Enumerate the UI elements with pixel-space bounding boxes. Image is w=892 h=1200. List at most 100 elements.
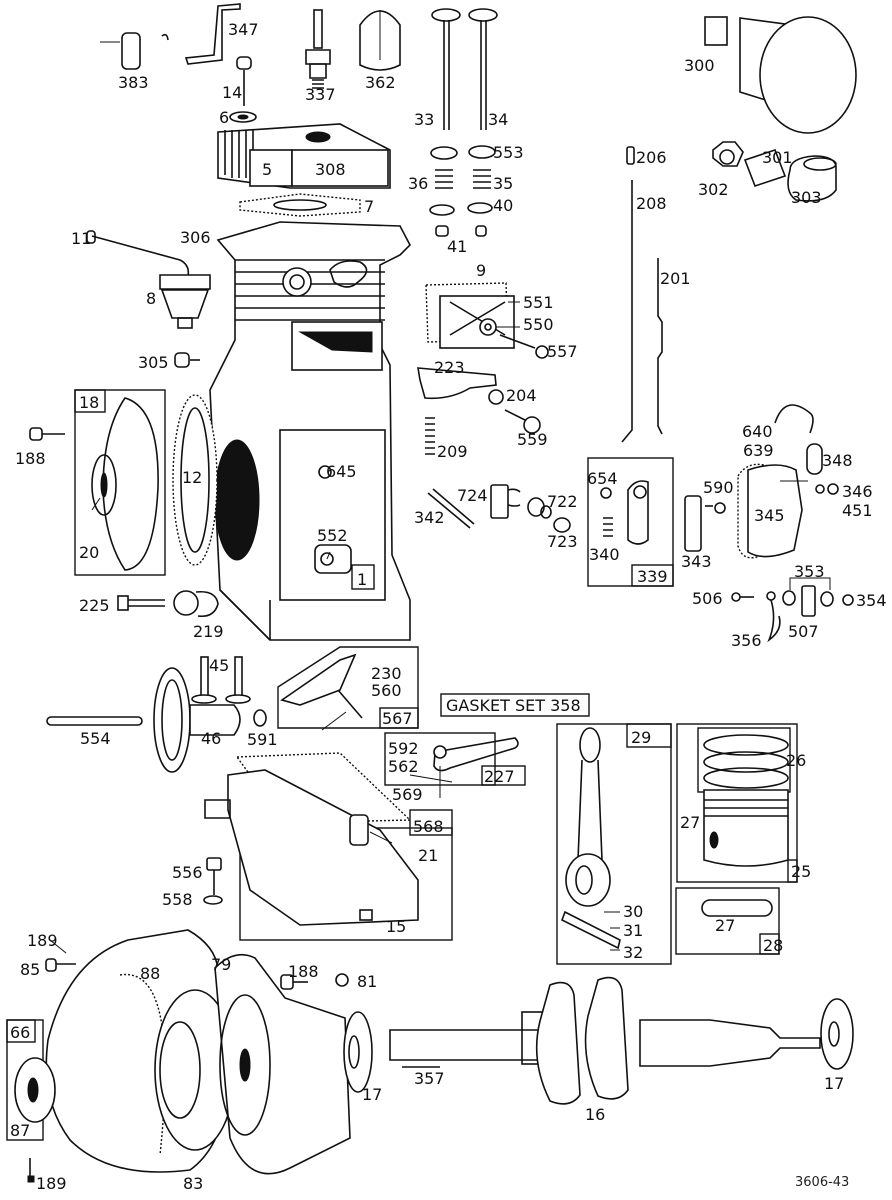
part-label-223: 223: [434, 358, 465, 377]
part-label-87: 87: [10, 1121, 30, 1140]
part-label-567: 567: [382, 709, 413, 728]
part-79-bearing-housing: [214, 953, 351, 1175]
part-7-head-gasket: [239, 193, 361, 217]
part-label-17a: 17: [362, 1085, 382, 1104]
part-559-nut: [504, 409, 541, 434]
part-188-screw-bottom: [280, 974, 308, 990]
part-label-15: 15: [386, 917, 406, 936]
part-85-189-screw: [45, 958, 76, 972]
gasket-set-label: GASKET SET 358: [446, 696, 581, 715]
part-219-governor-gear: [173, 590, 219, 618]
part-label-189a: 189: [27, 931, 58, 950]
part-label-354: 354: [856, 591, 887, 610]
part-label-356: 356: [731, 631, 762, 650]
part-558-washer: [203, 895, 223, 905]
part-label-639: 639: [743, 441, 774, 460]
part-554-shaft: [46, 716, 143, 726]
part-label-346: 346: [842, 482, 873, 501]
part-722-bushing: [527, 497, 552, 519]
part-label-9: 9: [476, 261, 486, 280]
part-506-screw: [731, 592, 754, 602]
part-label-79: 79: [211, 955, 231, 974]
part-label-645: 645: [326, 462, 357, 481]
part-347-bracket: [184, 3, 241, 65]
part-label-724: 724: [457, 486, 488, 505]
part-label-302: 302: [698, 180, 729, 199]
part-81-lock: [335, 973, 349, 987]
part-362-cover: [359, 10, 401, 71]
part-label-591: 591: [247, 730, 278, 749]
part-label-6: 6: [219, 108, 229, 127]
part-label-230: 230: [371, 664, 402, 683]
part-label-557: 557: [547, 342, 578, 361]
part-348-plate: [806, 443, 823, 475]
part-label-554: 554: [80, 729, 111, 748]
part-label-201: 201: [660, 269, 691, 288]
part-label-88: 88: [140, 964, 160, 983]
part-label-36: 36: [408, 174, 428, 193]
part-724-bracket: [490, 484, 521, 519]
part-305-plug: [174, 352, 200, 368]
part-label-306: 306: [180, 228, 211, 247]
part-label-357: 357: [414, 1069, 445, 1088]
part-label-590: 590: [703, 478, 734, 497]
leader-lines: [49, 301, 808, 954]
part-label-189b: 189: [36, 1174, 67, 1193]
part-label-308: 308: [315, 160, 346, 179]
part-label-27b: 27: [715, 916, 735, 935]
part-66-cover-box: [6, 1019, 56, 1141]
part-302-nut: [712, 141, 744, 167]
part-label-40: 40: [493, 196, 513, 215]
part-label-35: 35: [493, 174, 513, 193]
part-label-560: 560: [371, 681, 402, 700]
part-label-17b: 17: [824, 1074, 844, 1093]
part-label-206: 206: [636, 148, 667, 167]
part-567-governor-crank: [277, 646, 419, 729]
part-206-ferrule: [626, 146, 635, 165]
part-label-303: 303: [791, 188, 822, 207]
part-223-governor-lever: [417, 367, 497, 400]
part-204-washer: [488, 389, 504, 405]
part-label-85: 85: [20, 960, 40, 979]
part-9-breather-cover: [425, 282, 549, 359]
part-14-screw: [236, 56, 252, 106]
part-25-piston: [676, 723, 798, 883]
part-590-screw: [705, 502, 726, 514]
part-28-piston-pin: [675, 887, 780, 955]
part-label-33: 33: [414, 110, 434, 129]
part-300-muffler: [704, 16, 857, 134]
part-label-348: 348: [822, 451, 853, 470]
part-8-oil-filter: [159, 274, 211, 329]
part-label-553: 553: [493, 143, 524, 162]
part-label-723: 723: [547, 532, 578, 551]
part-label-654: 654: [587, 469, 618, 488]
part-label-31: 31: [623, 921, 643, 940]
part-label-559: 559: [517, 430, 548, 449]
part-383-pin: [100, 32, 169, 70]
part-1-cylinder-block: [209, 221, 411, 641]
part-label-20: 20: [79, 543, 99, 562]
part-label-34: 34: [488, 110, 508, 129]
part-label-340: 340: [589, 545, 620, 564]
part-label-592: 592: [388, 739, 419, 758]
part-label-188a: 188: [15, 449, 46, 468]
part-label-1: 1: [357, 570, 367, 589]
part-label-451: 451: [842, 501, 873, 520]
part-label-7: 7: [364, 197, 374, 216]
part-label-21: 21: [418, 846, 438, 865]
part-339-breaker-assembly: [587, 457, 674, 587]
part-label-640: 640: [742, 422, 773, 441]
part-16-crankshaft: [389, 976, 821, 1105]
part-label-353: 353: [794, 562, 825, 581]
part-553-retainer: [430, 145, 496, 160]
part-640-wire: [774, 404, 814, 434]
part-356-wire: [766, 591, 781, 643]
part-18-crankcase-cover: [74, 389, 166, 576]
part-35-36-springs: [435, 169, 491, 189]
part-label-722: 722: [547, 492, 578, 511]
part-346-screw: [815, 483, 839, 495]
part-label-45: 45: [209, 656, 229, 675]
part-591-plug: [253, 709, 267, 727]
part-label-300: 300: [684, 56, 715, 75]
